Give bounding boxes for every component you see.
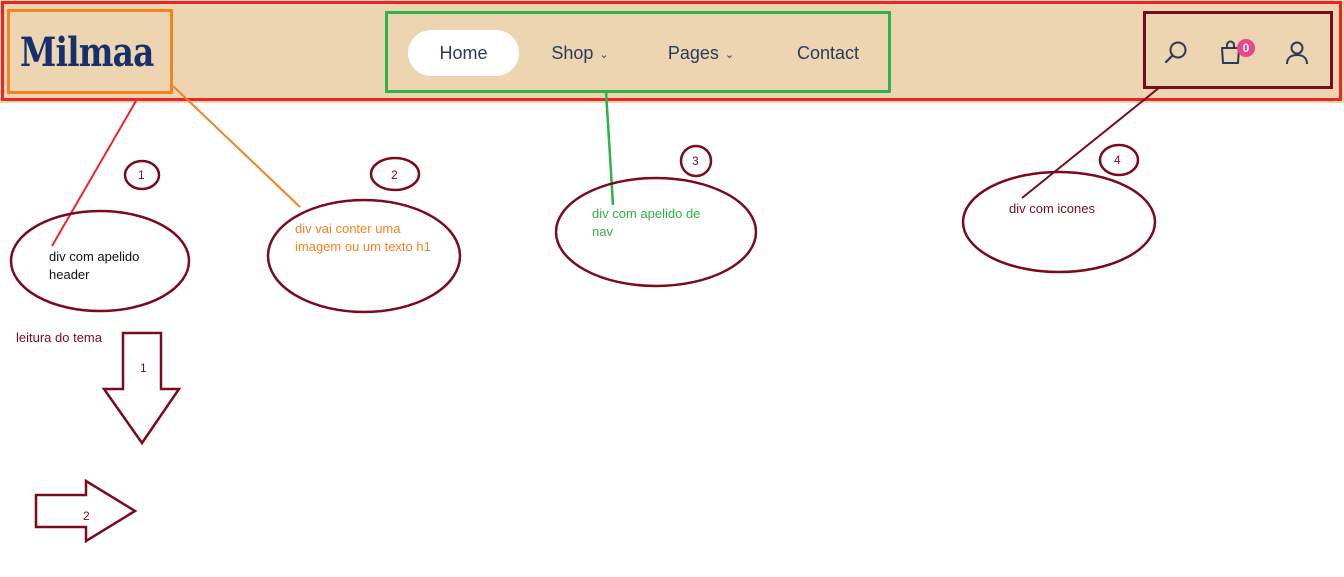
user-icon[interactable] xyxy=(1284,40,1310,66)
ellipse-icons xyxy=(961,170,1157,274)
connector-nav xyxy=(604,90,615,206)
arrow-right xyxy=(34,478,138,544)
number-circle-3 xyxy=(679,144,713,178)
number-2: 2 xyxy=(391,168,398,182)
ellipse-nav xyxy=(554,176,758,288)
nav-pages[interactable]: Pages ⌄ xyxy=(656,30,746,76)
nav-home-label: Home xyxy=(439,43,488,63)
chevron-down-icon: ⌄ xyxy=(599,49,609,61)
nav-pages-label: Pages xyxy=(667,43,719,63)
number-circle-2 xyxy=(369,156,421,192)
arrow-right-number: 2 xyxy=(83,509,90,523)
number-4: 4 xyxy=(1114,153,1121,167)
cart-count-badge: 0 xyxy=(1237,39,1255,57)
nav-shop[interactable]: Shop ⌄ xyxy=(540,30,620,76)
label-logo: div vai conter uma imagem ou um texto h1 xyxy=(295,221,431,254)
header-outline xyxy=(1,1,1342,101)
nav-contact-label: Contact xyxy=(796,43,860,63)
reading-label: leitura do tema xyxy=(16,330,102,345)
logo[interactable]: Milmaa xyxy=(20,29,154,76)
connector-header xyxy=(51,100,137,247)
number-circle-1 xyxy=(123,159,161,191)
number-circle-4 xyxy=(1098,143,1140,177)
number-3: 3 xyxy=(692,154,699,168)
ellipse-header xyxy=(9,209,191,313)
nav-shop-label: Shop xyxy=(551,43,594,63)
number-1: 1 xyxy=(138,168,145,182)
label-icons: div com icones xyxy=(1009,201,1095,216)
label-header: div com apelido header xyxy=(49,249,140,282)
icons-outline xyxy=(1143,11,1333,89)
connector-icons xyxy=(1021,86,1161,199)
arrow-down-number: 1 xyxy=(140,361,147,375)
label-nav: div com apelido de nav xyxy=(592,206,701,239)
chevron-down-icon: ⌄ xyxy=(724,49,735,61)
nav-contact[interactable]: Contact xyxy=(782,30,874,76)
logo-outline xyxy=(7,9,173,94)
ellipse-logo xyxy=(266,198,462,314)
search-icon[interactable] xyxy=(1163,40,1189,66)
nav-outline xyxy=(385,11,891,93)
cart-icon[interactable] xyxy=(1219,40,1243,66)
site-header xyxy=(0,0,1344,103)
arrow-down xyxy=(101,331,182,446)
nav-home[interactable]: Home xyxy=(408,30,519,76)
connector-logo xyxy=(172,85,301,208)
